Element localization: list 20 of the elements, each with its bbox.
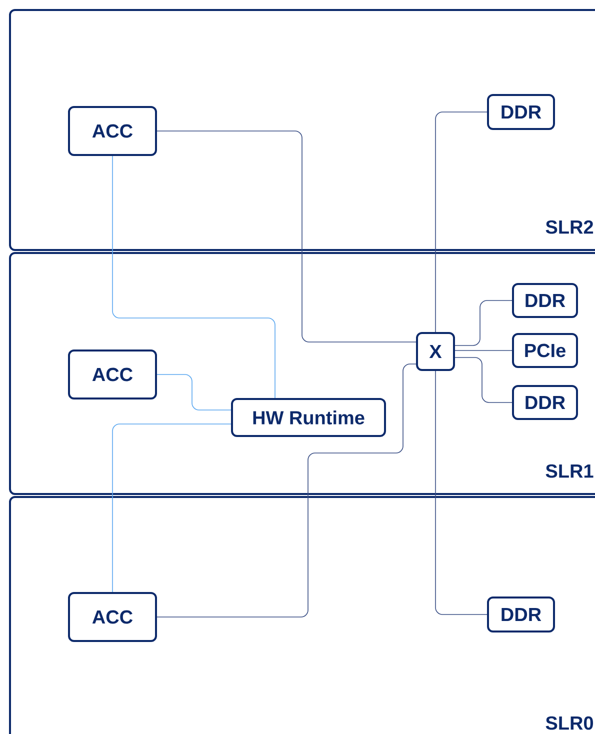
connector-line xyxy=(156,364,416,618)
connector-line xyxy=(156,130,416,342)
component-box: ACC xyxy=(68,592,157,642)
component-box: ACC xyxy=(68,106,157,156)
connector-line xyxy=(435,112,488,332)
component-box: ACC xyxy=(68,350,157,400)
component-box: DDR xyxy=(512,385,578,420)
component-box: DDR xyxy=(487,596,555,632)
component-box: HW Runtime xyxy=(231,398,386,437)
connector-line xyxy=(112,424,232,592)
connector-line xyxy=(156,374,232,410)
component-box: X xyxy=(416,332,455,371)
connector-line xyxy=(454,300,512,346)
connector-line xyxy=(435,370,488,615)
connector-line xyxy=(454,350,512,351)
component-box: PCIe xyxy=(512,333,578,368)
component-box: DDR xyxy=(487,94,555,130)
connector-line xyxy=(454,357,512,403)
component-box: DDR xyxy=(512,283,578,318)
connector-line xyxy=(112,156,276,398)
